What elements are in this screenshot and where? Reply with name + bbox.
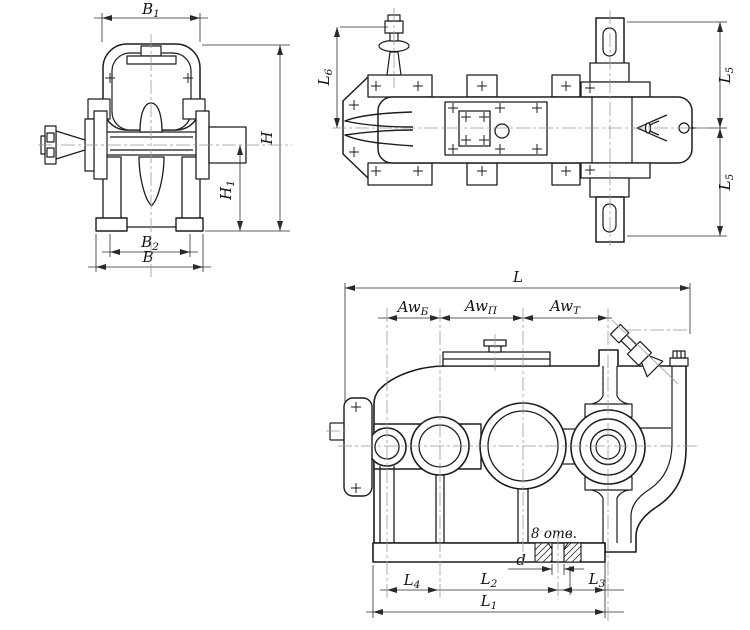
front-split-band bbox=[95, 131, 208, 156]
centerlines bbox=[38, 8, 706, 622]
front-view bbox=[40, 43, 247, 232]
side-inspection-cover bbox=[442, 339, 551, 367]
dim-label-l1: L1 bbox=[480, 592, 498, 612]
top-view bbox=[342, 14, 696, 243]
dim-label-l4: L4 bbox=[403, 571, 421, 591]
dim-label-h1: H1 bbox=[217, 180, 237, 201]
top-dim-arrows bbox=[334, 22, 723, 236]
side-oil-dipstick bbox=[609, 323, 664, 378]
front-view-dimensions bbox=[88, 13, 290, 272]
hatch-lines bbox=[534, 542, 582, 563]
dim-label-aw-b: AwБ bbox=[396, 298, 429, 318]
side-left-flange bbox=[343, 397, 373, 497]
plan-bolt-marks bbox=[349, 81, 595, 176]
plan-keyway-bottom bbox=[602, 203, 617, 233]
dim-label-aw-p: AwП bbox=[463, 297, 498, 317]
front-bolt-marks bbox=[105, 73, 193, 83]
dim-label-d: d bbox=[516, 551, 526, 569]
plan-keyway-top bbox=[602, 27, 617, 57]
side-dim-arrows bbox=[345, 285, 690, 615]
dim-label-l5-lower: L5 bbox=[716, 173, 736, 191]
dim-label-l: L bbox=[512, 268, 523, 286]
front-foot-right bbox=[175, 217, 204, 232]
dim-label-l2: L2 bbox=[480, 570, 498, 590]
side-view-dimensions bbox=[344, 283, 691, 618]
side-input-stub bbox=[329, 422, 344, 441]
dim-label-b1: B1 bbox=[141, 0, 160, 20]
dim-label-l6: L6 bbox=[315, 68, 335, 86]
side-view bbox=[329, 323, 689, 563]
dim-label-aw-t: AwТ bbox=[548, 297, 581, 317]
plan-inspection-cover bbox=[444, 101, 548, 156]
side-ribs bbox=[379, 466, 529, 543]
note-holes: 8 отв. bbox=[531, 526, 577, 542]
side-oil-plug bbox=[669, 350, 689, 367]
side-wall-inner-curve bbox=[630, 366, 673, 543]
dim-label-l5-upper: L5 bbox=[716, 66, 736, 84]
dim-label-h: H bbox=[258, 131, 276, 146]
front-dim-arrows bbox=[96, 15, 283, 270]
front-gear-lower bbox=[138, 156, 165, 207]
top-view-dimensions bbox=[334, 21, 727, 237]
dim-label-b2: B2 bbox=[140, 233, 159, 253]
front-foot-left bbox=[95, 217, 128, 232]
dim-label-b: B bbox=[141, 248, 153, 266]
side-foot-section bbox=[534, 542, 582, 563]
dim-label-l3: L3 bbox=[588, 570, 606, 590]
front-cover-plate bbox=[126, 55, 177, 65]
plan-input-fork bbox=[344, 111, 414, 147]
side-flange-bolts bbox=[351, 402, 361, 493]
